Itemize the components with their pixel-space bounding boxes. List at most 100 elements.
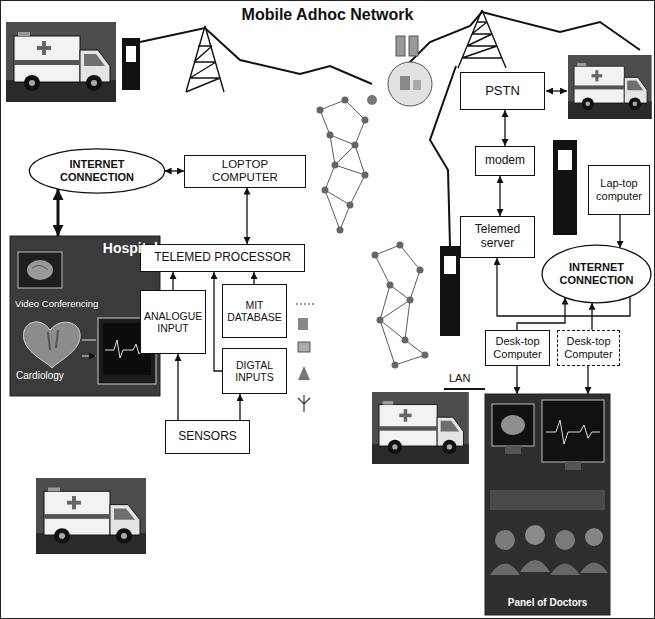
text-group: PSTN [461,84,544,99]
manet-cluster [320,100,365,230]
radio-link [140,12,640,246]
network-box: PSTN [460,72,545,110]
base-station [400,76,410,90]
base-station [396,36,405,56]
text-group: Desk-top Computer [558,335,619,360]
manet-node [402,337,409,344]
doctors-picture [485,394,610,615]
box-label: SENSORS [169,430,246,444]
key-icon [296,303,316,304]
doctors-picture [505,446,521,454]
network-ellipse: INTERNET CONNECTION [541,244,652,304]
computer-box: Lap-top computer [588,165,650,215]
panel-caption: Video Conferencing [15,299,107,310]
doctors-picture [580,563,608,574]
hospital-picture [27,260,53,280]
doctors-picture [555,530,575,550]
process-box: LOPTOP COMPUTER [184,155,306,188]
ambulance-picture [36,478,146,554]
manet-node [342,97,349,104]
box-label: PSTN [464,84,541,99]
connector-arrow [499,176,500,216]
text-group: INTERNET CONNECTION [552,261,641,286]
link-arrow [546,90,567,91]
box-label: Desk-top Computer [561,335,616,360]
box-label: DIGTAL INPUTS [226,359,283,383]
box-label: INTERNET CONNECTION [42,158,152,183]
box-label: Telemed server [464,223,531,251]
text-slot: Panel of Doctors [485,597,610,609]
radio-link [140,28,372,84]
manet-node [372,252,379,259]
connector-arrow [246,188,247,245]
manet-node [337,227,344,234]
text-group: ANALOGUE INPUT [141,310,205,334]
manet-node [392,362,399,369]
manet-cluster [320,100,425,365]
connector-arrow [253,272,254,284]
hospital-picture [48,330,58,350]
ellipse-outline [29,149,164,193]
manet-node [347,202,354,209]
box-label: INTERNET CONNECTION [552,261,641,286]
key-icon [298,366,310,380]
modem-box: modem [475,146,535,176]
manet-node [362,172,369,179]
doctors-picture [485,394,610,615]
text-group: Lap-top computer [589,177,649,202]
manet-node [322,187,329,194]
sensor-box: SENSORS [165,420,250,454]
doctors-picture [490,564,520,576]
connector-arrow [57,189,60,236]
text-group: TELEMED PROCESSOR [141,251,304,265]
doctors-picture [495,530,515,550]
computer-box: Desk-top Computer [557,330,620,366]
doctors-picture [565,462,581,470]
base-station [367,36,432,106]
connector-arrow [165,170,184,171]
antenna-tower [458,10,506,68]
text-group: modem [476,154,534,168]
mobile-unit [122,38,140,90]
text-group: LOPTOP COMPUTER [185,158,305,184]
manet-node [327,132,334,139]
connector-arrow [239,394,240,420]
text-group: INTERNET CONNECTION [42,158,152,183]
doctors-picture [490,490,605,510]
doctors-picture [501,415,525,435]
panel-heading: Panel of Doctors [485,597,610,609]
panel-heading: Hospital [92,240,158,256]
text-group: Desk-top Computer [486,335,549,360]
hospital-picture [10,236,160,396]
ambulance-picture [372,392,469,464]
base-station [413,80,421,90]
hospital-picture [18,252,62,288]
mobile-unit [558,150,572,170]
ambulance-picture [6,22,116,102]
doctors-picture [546,420,600,444]
network-ellipse: INTERNET CONNECTION [28,148,166,194]
manet-cluster [375,245,425,365]
diagram-title: Mobile Adhoc Network [0,6,655,24]
doctors-picture [492,404,534,446]
connector-arrow [516,366,517,394]
doctors-picture [542,400,604,462]
network-label: LAN [449,372,470,384]
antenna-tower [186,26,224,92]
ambulance-picture [568,55,652,119]
input-box: ANALOGUE INPUT [140,290,206,354]
doctors-panel: Panel of Doctors [485,394,610,615]
mobile-unit [444,256,456,274]
doctors-picture [520,560,550,572]
hospital-picture [10,236,160,396]
mobile-unit [553,140,577,235]
manet-node [362,117,369,124]
hospital-picture [82,340,96,356]
text-group: DIGTAL INPUTS [223,359,286,383]
manet-node [387,282,394,289]
radio-link [482,12,640,50]
base-station [367,95,377,105]
